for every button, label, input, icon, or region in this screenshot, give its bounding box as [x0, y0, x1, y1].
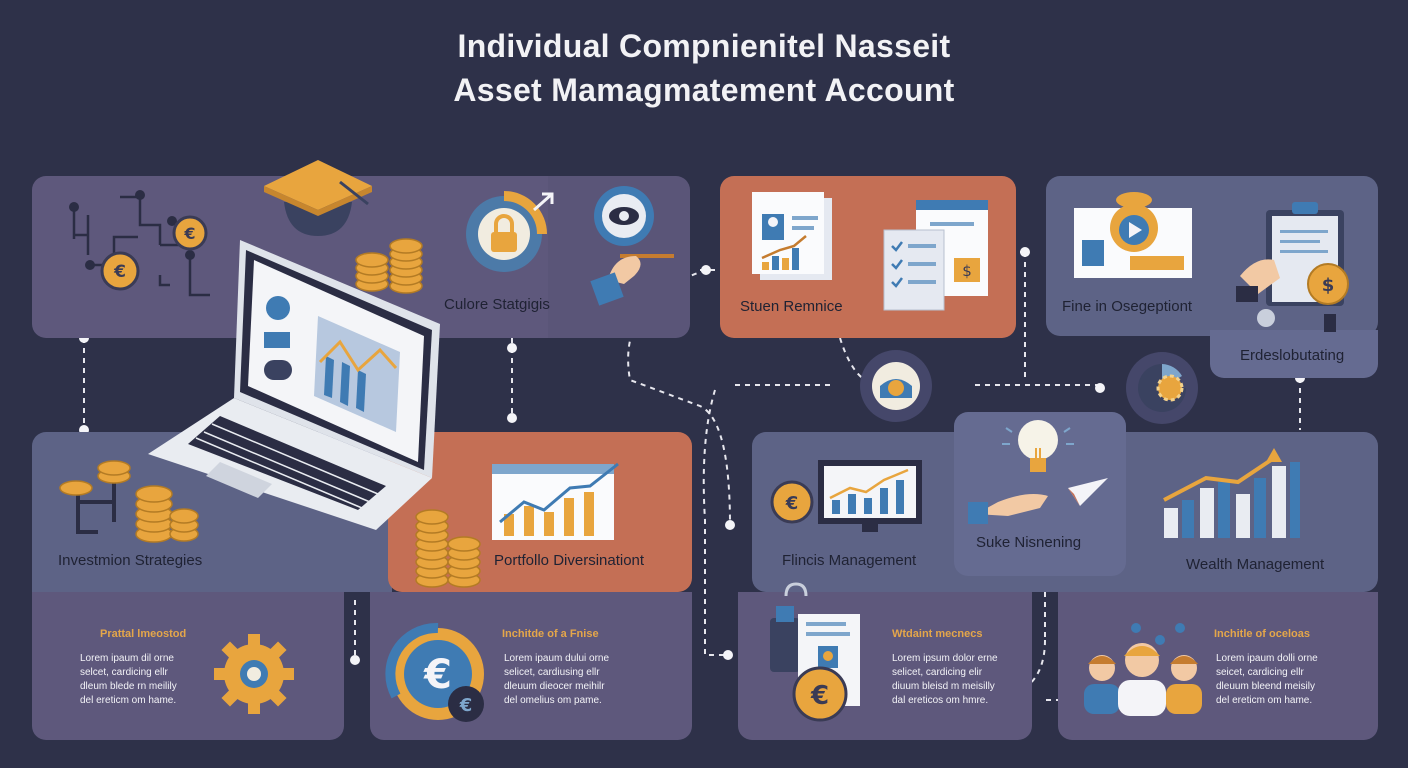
- body-line: dleum blede rn meilily: [80, 681, 177, 692]
- gear-icon: [214, 634, 294, 714]
- body-line: del omelius om pame.: [504, 695, 602, 706]
- clipboard-icon: $: [1236, 202, 1349, 332]
- bottom-heading-2: Inchitde of a Fnise: [502, 628, 599, 640]
- body-line: Lorem ipaum dolli orne: [1216, 653, 1318, 664]
- portfolio-label: Portfollo Diversinationt: [494, 552, 645, 569]
- document-icon: [752, 192, 832, 280]
- top-right-card-tab: [1210, 330, 1378, 378]
- body-line: dleuum bleend meisily: [1216, 681, 1315, 692]
- card2-label: Stuen Remnice: [740, 298, 843, 315]
- body-line: dleuum dieocer meihilr: [504, 681, 605, 692]
- wealth-chart-icon: [1163, 448, 1300, 538]
- bottom-body-1: Lorem ipaum dil orne selcet, cardicing e…: [80, 652, 220, 708]
- body-line: seicet, cardicing ellr: [1216, 667, 1304, 678]
- card3-label: Fine in Osegeptiont: [1062, 298, 1193, 315]
- checklist-icon: $: [883, 200, 988, 311]
- wealth-label: Wealth Management: [1186, 556, 1325, 573]
- bottom-body-4: Lorem ipaum dolli orne seicet, cardicing…: [1216, 652, 1356, 708]
- video-document-icon: [1074, 192, 1192, 278]
- svg-text:€: €: [459, 695, 473, 716]
- svg-text:$: $: [1322, 275, 1335, 296]
- finance-label: Flincis Management: [782, 552, 917, 569]
- body-line: selicet, cardicing elir: [892, 667, 983, 678]
- circuit-icon: € €: [69, 190, 210, 297]
- bottom-heading-3: Wtdaint mecnecs: [892, 628, 983, 640]
- svg-text:$: $: [962, 262, 972, 280]
- card3-sublabel: Erdeslobutating: [1240, 347, 1345, 364]
- investment-coins-icon: [59, 460, 199, 543]
- graduation-cap-icon: [264, 160, 372, 236]
- monitor-chart-icon: €: [770, 460, 922, 532]
- body-line: del ereticm om hame.: [1216, 695, 1313, 706]
- svg-text:€: €: [183, 224, 195, 243]
- euro-coin-icon: € €: [385, 622, 484, 722]
- bottom-heading-1: Prattal lmeostod: [100, 628, 187, 640]
- eye-icon: [590, 186, 674, 306]
- document-coin-icon: €: [770, 582, 860, 722]
- title-line-1: Individual Compnienitel Nasseit: [457, 28, 951, 64]
- svg-text:€: €: [423, 652, 452, 698]
- body-line: Lorem ipaum dului orne: [504, 653, 610, 664]
- body-line: dal ereticos om hmre.: [892, 695, 989, 706]
- svg-text:€: €: [785, 493, 799, 514]
- portfolio-coins-icon: [415, 509, 481, 588]
- investment-label: Investmion Strategies: [58, 552, 203, 569]
- svg-text:€: €: [113, 262, 126, 282]
- bottom-card-1: [32, 592, 344, 740]
- bank-node-icon: [860, 350, 932, 422]
- people-icon: [1084, 623, 1202, 716]
- svg-text:€: €: [810, 681, 829, 711]
- title-line-2: Asset Mamagmatement Account: [453, 72, 955, 108]
- lock-icon: [466, 191, 554, 272]
- lightbulb-icon: [968, 420, 1108, 524]
- body-line: diuum bleisd m meisilly: [892, 681, 995, 692]
- card1-label: Culore Statgigis: [444, 296, 550, 313]
- chart-icon: [492, 462, 619, 540]
- bottom-heading-4: Inchitle of oceloas: [1214, 628, 1310, 640]
- coin-stack-icon: [355, 238, 423, 294]
- idea-label: Suke Nisnening: [976, 534, 1082, 551]
- body-line: Lorem ipsum dolor erne: [892, 653, 998, 664]
- laptop-icon: [148, 240, 440, 530]
- body-line: del ereticm om hame.: [80, 695, 177, 706]
- body-line: selicet, cardiusing ellr: [504, 667, 600, 678]
- bottom-body-2: Lorem ipaum dului orne selicet, cardiusi…: [504, 652, 644, 708]
- body-line: Lorem ipaum dil orne: [80, 653, 174, 664]
- body-line: selcet, cardicing ellr: [80, 667, 168, 678]
- bottom-body-3: Lorem ipsum dolor erne selicet, cardicin…: [892, 652, 1032, 708]
- gear-pie-node-icon: [1126, 352, 1198, 424]
